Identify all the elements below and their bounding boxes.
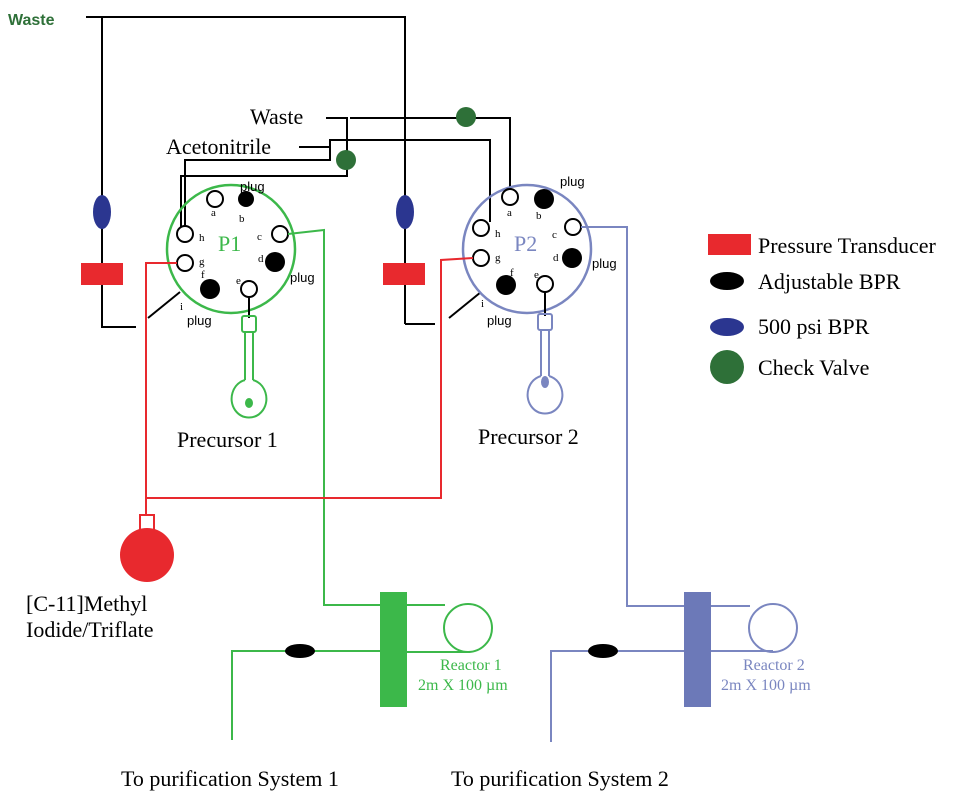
waste-mid-label: Waste: [250, 104, 303, 129]
pressure-transducer-1: [81, 263, 123, 285]
p2-port-g: [472, 249, 490, 267]
p1-port-a-label: a: [211, 207, 216, 219]
reactor2-spec: 2m X 100 µm: [721, 677, 811, 694]
p1-port-f: [200, 279, 220, 299]
reactor2-name: Reactor 2: [743, 657, 805, 674]
p1-port-e-label: e: [236, 275, 241, 287]
reactor1: [380, 592, 493, 707]
p2-port-c-label: c: [552, 229, 557, 241]
p2-port-c: [564, 218, 582, 236]
p1-port-c: [271, 225, 289, 243]
precursor1-label: Precursor 1: [177, 427, 278, 452]
methyl-label-line1: [C-11]Methyl: [26, 591, 147, 616]
legend-pressure-transducer: Pressure Transducer: [758, 233, 936, 258]
purification2-label: To purification System 2: [451, 766, 669, 791]
500psi-bpr-icon: [710, 318, 744, 336]
p1-port-h-label: h: [199, 232, 205, 244]
valve-p2-label: P2: [514, 231, 537, 256]
p2-port-e-label: e: [534, 269, 539, 281]
methyl-label-line2: Iodide/Triflate: [26, 617, 154, 642]
p1-port-b-label: b: [239, 213, 245, 225]
500psi-bpr-1: [93, 195, 111, 229]
p1-to-reactor1-line: [287, 228, 380, 606]
check-valve-1: [336, 150, 356, 170]
p1-port-f-label: f: [201, 269, 205, 281]
p1-port-e: [240, 280, 258, 298]
adjustable-bpr-2: [588, 644, 618, 658]
p1-port-b: [238, 191, 254, 207]
reactor2-outlet-line: [550, 650, 684, 742]
legend-adjustable-bpr: Adjustable BPR: [758, 269, 901, 294]
legend: Pressure Transducer Adjustable BPR 500 p…: [708, 233, 936, 384]
p2-to-reactor2-line: [581, 226, 684, 607]
check-valve-2: [456, 107, 476, 127]
p1-port-a: [206, 190, 224, 208]
p2-port-h: [472, 219, 490, 237]
methyl-iodide-flask: [120, 514, 174, 582]
reactor1-name: Reactor 1: [440, 657, 502, 674]
p2-port-b-label: b: [536, 210, 542, 222]
valve-p1-label: P1: [218, 231, 241, 256]
p1-plug-d: plug: [290, 270, 315, 285]
p2-port-e: [536, 275, 554, 293]
pressure-transducer-2: [383, 263, 425, 285]
500psi-bpr-2: [396, 195, 414, 229]
reactor1-outlet-line: [231, 650, 380, 740]
p2-port-b: [534, 189, 554, 209]
legend-check-valve: Check Valve: [758, 355, 869, 380]
p1-plug-b: plug: [240, 179, 265, 194]
precursor1-vial: [230, 315, 268, 419]
p2-port-a-label: a: [507, 207, 512, 219]
p1-port-d-label: d: [258, 253, 264, 265]
p2-port-f-label: f: [510, 267, 514, 279]
p2-port-d-label: d: [553, 252, 559, 264]
precursor2-vial: [526, 313, 564, 415]
acetonitrile-label: Acetonitrile: [166, 134, 271, 159]
p2-plug-i: plug: [487, 313, 512, 328]
valve-p2: P2 a b c d e f g h i plug plug plug: [461, 174, 617, 328]
check-valve-icon: [710, 350, 744, 384]
p1-port-i-label: i: [180, 301, 183, 313]
waste-top-label: Waste: [8, 12, 55, 29]
p2-port-g-label: g: [495, 252, 501, 264]
p1-plug-i: plug: [187, 313, 212, 328]
adjustable-bpr-1: [285, 644, 315, 658]
reactor1-spec: 2m X 100 µm: [418, 677, 508, 694]
methyl-lines: [145, 257, 474, 550]
p2-plug-b: plug: [560, 174, 585, 189]
p1-port-h: [176, 225, 194, 243]
p2-port-d: [562, 248, 582, 268]
p2-port-a: [501, 188, 519, 206]
pressure-transducer-icon: [708, 234, 751, 255]
p1-port-g: [176, 254, 194, 272]
reactor2: [684, 592, 798, 707]
adjustable-bpr-icon: [710, 272, 744, 290]
p2-plug-d: plug: [592, 256, 617, 271]
legend-500psi-bpr: 500 psi BPR: [758, 314, 870, 339]
precursor2-label: Precursor 2: [478, 424, 579, 449]
p1-port-g-label: g: [199, 256, 205, 268]
p1-port-c-label: c: [257, 231, 262, 243]
purification1-label: To purification System 1: [121, 766, 339, 791]
p2-port-h-label: h: [495, 228, 501, 240]
p2-port-f: [496, 275, 516, 295]
valve-p1: P1 a b c d e f g h i plug plug plug: [165, 179, 315, 328]
p1-port-d: [265, 252, 285, 272]
p2-port-i-label: i: [481, 298, 484, 310]
